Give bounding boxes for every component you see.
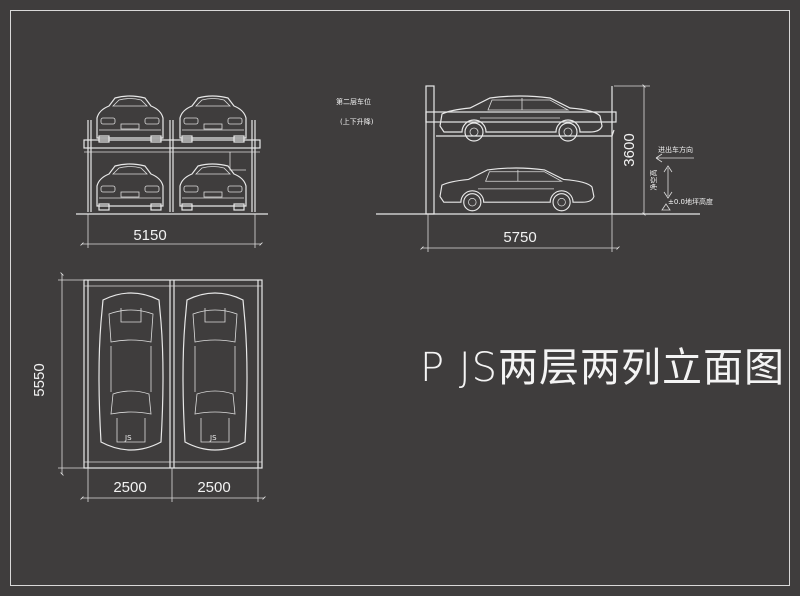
plan-view: JS JS 5550 2500 2500 (31, 272, 266, 502)
side-car-lower (439, 167, 595, 212)
plan-length-dimension: 5550 (31, 363, 48, 396)
plan-car-mark-right: JS (209, 434, 217, 442)
plan-car-left (98, 292, 164, 451)
upper-deck-note-sub: (上下升降) (340, 117, 374, 126)
front-width-dimension: 5150 (133, 227, 166, 244)
side-car-upper (439, 95, 603, 142)
side-elevation: 第二层车位 (上下升降) 5750 3600 进出车方向 净空高 ±0.0地坪高… (336, 84, 713, 252)
plan-car-mark-left: JS (124, 434, 132, 442)
entry-direction-note: 进出车方向 (658, 145, 693, 154)
upper-deck-note: 第二层车位 (336, 97, 371, 106)
drawing-title: P JS两层两列立面图 (420, 345, 786, 391)
side-width-dimension: 5750 (503, 229, 536, 246)
front-car-upper-right (179, 95, 247, 143)
ground-level-note: ±0.0地坪高度 (668, 197, 713, 206)
plan-bay1-dimension: 2500 (113, 479, 146, 496)
plan-car-right (182, 292, 248, 451)
front-elevation: 5150 (76, 95, 268, 248)
front-car-lower-right (179, 163, 247, 211)
drawing-border (10, 10, 790, 586)
side-height-dimension: 3600 (621, 133, 638, 166)
plan-bay2-dimension: 2500 (197, 479, 230, 496)
front-car-lower-left (96, 163, 164, 211)
clear-height-note: 净空高 (649, 170, 658, 191)
front-car-upper-left (96, 95, 164, 143)
